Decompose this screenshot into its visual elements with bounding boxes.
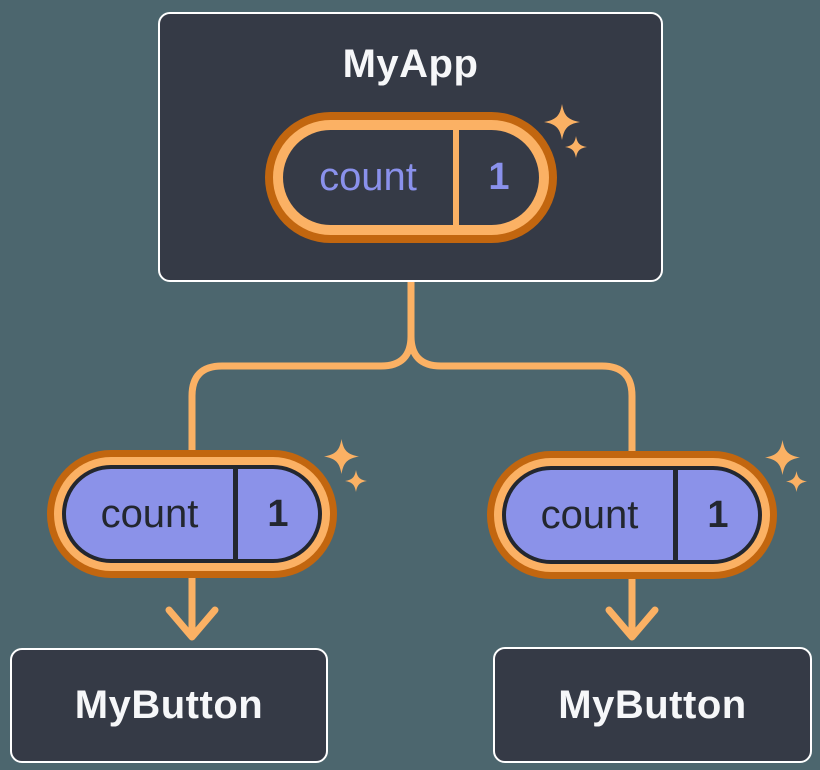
sparkle-icon-large	[544, 104, 580, 140]
arrow-down-icon	[165, 606, 219, 641]
prop-pill-body: count 1	[62, 465, 322, 563]
state-pill-ring: count 1	[273, 120, 549, 235]
prop-label: count	[540, 492, 639, 537]
prop-pill-ring: count 1	[494, 458, 770, 572]
sparkle-icon-small	[786, 471, 807, 492]
sparkle-icon-small	[345, 470, 367, 492]
node-title-myapp: MyApp	[342, 42, 479, 86]
node-title-mybutton: MyButton	[74, 683, 264, 727]
sparkle-icon-small	[565, 136, 587, 158]
state-pill-root: count 1	[265, 112, 557, 243]
prop-value: 1	[267, 492, 289, 535]
branch-line-right	[407, 277, 636, 637]
sparkle-icon-large	[324, 439, 359, 474]
node-title-mybutton: MyButton	[558, 682, 747, 727]
pill-divider	[673, 470, 678, 560]
arrow-down-icon	[605, 606, 659, 641]
prop-pill-left: count 1	[47, 450, 337, 578]
pill-divider	[453, 130, 459, 225]
pill-divider	[233, 469, 238, 559]
state-pill-body: count 1	[283, 130, 539, 225]
sparkle-icon-large	[765, 440, 800, 475]
prop-value: 1	[707, 493, 729, 536]
prop-pill-right: count 1	[487, 451, 777, 579]
node-card-mybutton-right: MyButton	[493, 647, 812, 763]
prop-pill-ring: count 1	[54, 457, 330, 571]
node-card-mybutton-left: MyButton	[10, 648, 328, 763]
state-value: 1	[488, 156, 510, 198]
prop-label: count	[100, 491, 199, 536]
state-label: count	[319, 155, 417, 199]
prop-pill-body: count 1	[502, 466, 762, 564]
